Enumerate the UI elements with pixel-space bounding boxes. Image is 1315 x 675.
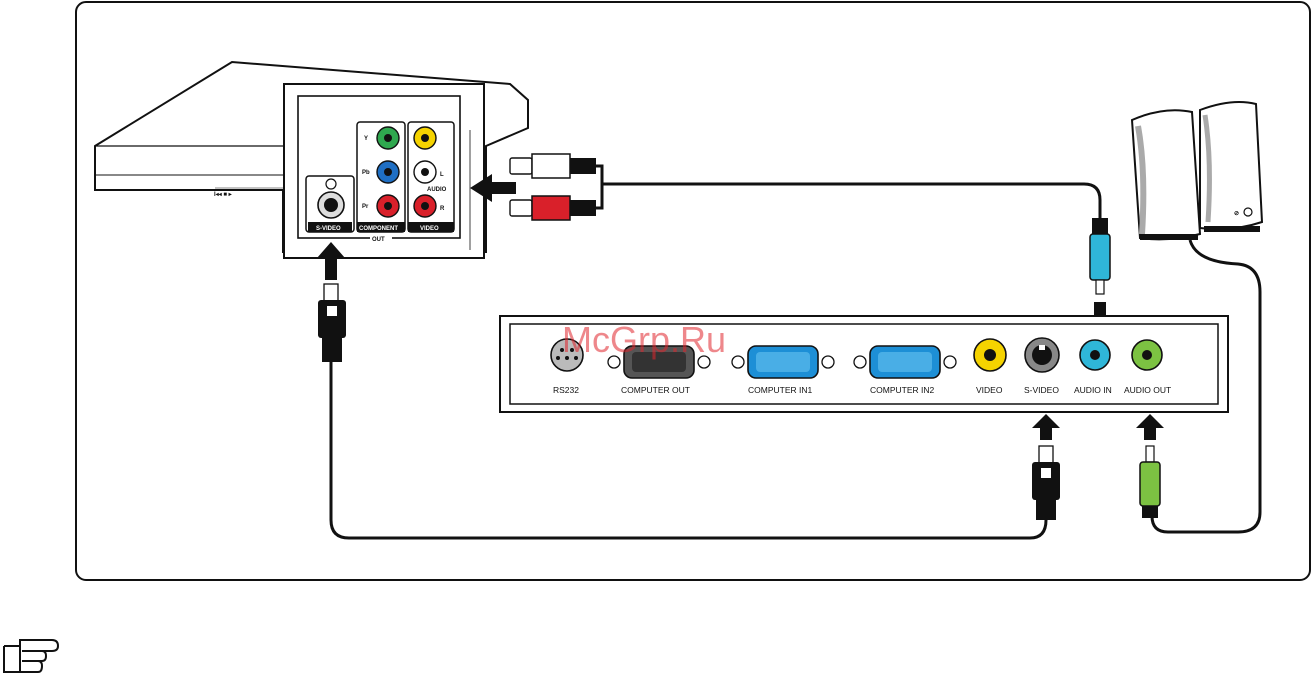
svg-text:Pb: Pb [362,170,370,176]
source-video-audio-jacks: L R AUDIO VIDEO [408,122,454,232]
source-video-label: VIDEO [420,226,439,232]
source-component-label: COMPONENT [359,226,398,232]
svg-text:COMPUTER IN1: COMPUTER IN1 [748,385,813,395]
svg-text:RS232: RS232 [553,385,579,395]
svg-text:S-VIDEO: S-VIDEO [1024,385,1059,395]
source-audio-label: AUDIO [427,187,447,193]
note-hand-icon [4,640,58,672]
source-svideo-label: S-VIDEO [316,226,341,232]
svg-text:COMPUTER OUT: COMPUTER OUT [621,385,690,395]
svg-text:VIDEO: VIDEO [976,385,1003,395]
svg-text:⊘: ⊘ [1234,211,1239,217]
svg-text:COMPUTER IN2: COMPUTER IN2 [870,385,935,395]
svg-text:R: R [440,206,445,212]
svg-text:Pr: Pr [362,204,369,210]
source-svideo-jack: S-VIDEO [306,176,354,232]
svg-text:AUDIO OUT: AUDIO OUT [1124,385,1171,395]
svg-text:Y: Y [364,136,368,142]
svg-text:I◂◂ ■ ▸: I◂◂ ■ ▸ [214,192,233,198]
source-out-label: OUT [372,237,385,243]
svg-text:AUDIO IN: AUDIO IN [1074,385,1112,395]
svg-text:L: L [440,172,444,178]
watermark: McGrp.Ru [562,319,726,360]
source-component-jacks: Y Pb Pr COMPONENT [357,122,405,232]
port-svideo: S-VIDEO [1024,338,1059,395]
port-video: VIDEO [974,339,1006,395]
